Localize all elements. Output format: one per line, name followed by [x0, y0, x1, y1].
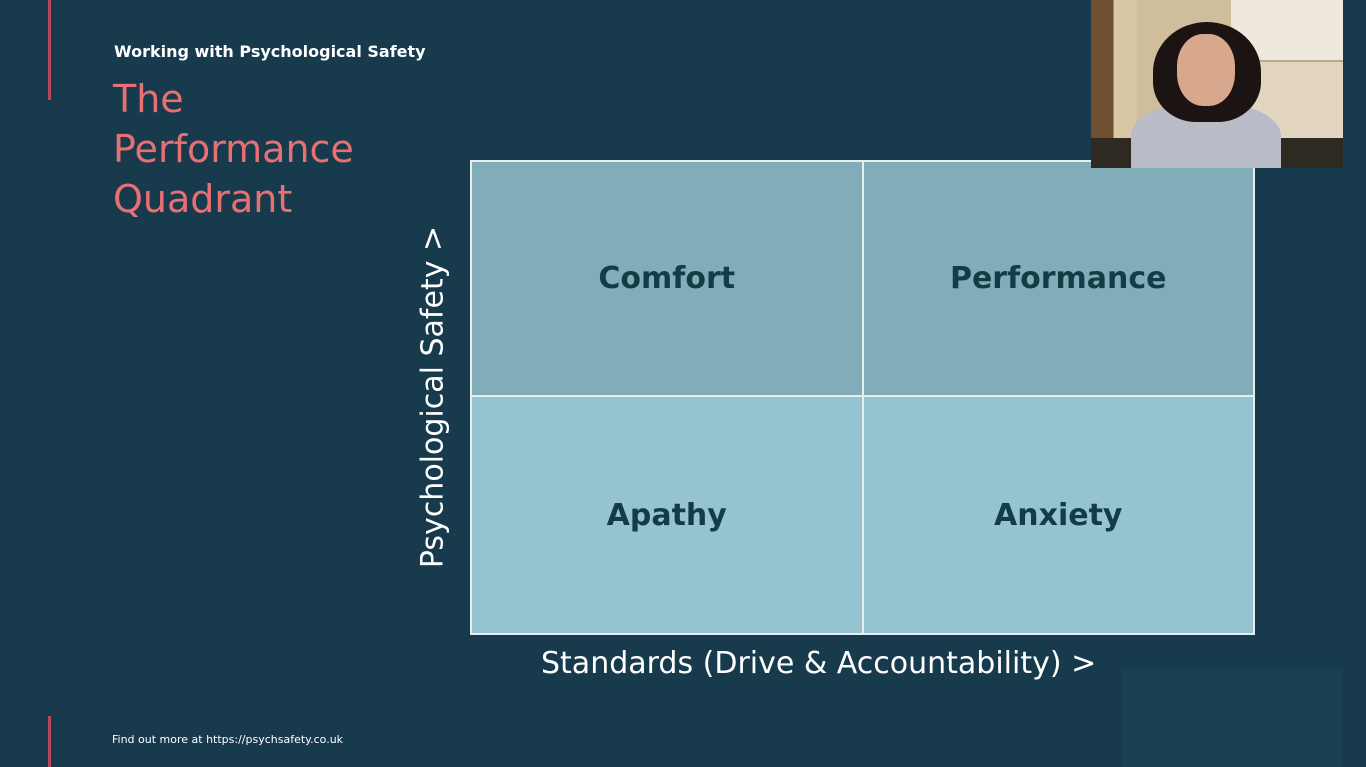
slide-title-line-2: Performance — [113, 127, 354, 171]
corner-shade — [1122, 668, 1342, 767]
x-axis-label: Standards (Drive & Accountability) > — [541, 646, 1097, 681]
slide-title: The Performance Quadrant — [113, 74, 413, 224]
y-axis-label: Psychological Safety > — [415, 225, 451, 569]
quadrant-comfort: Comfort — [472, 162, 862, 395]
accent-bar-bottom — [48, 716, 51, 767]
quadrant-grid: Comfort Performance Apathy Anxiety — [470, 160, 1255, 635]
slide-title-line-3: Quadrant — [113, 177, 293, 221]
footer-link-text: Find out more at https://psychsafety.co.… — [112, 733, 344, 746]
quadrant-anxiety: Anxiety — [863, 397, 1253, 633]
presenter-video[interactable] — [1091, 0, 1343, 168]
quadrant-apathy: Apathy — [472, 397, 862, 633]
slide-kicker: Working with Psychological Safety — [114, 42, 426, 61]
presenter-face — [1177, 34, 1235, 106]
slide-title-line-1: The — [113, 77, 184, 121]
accent-bar-top — [48, 0, 51, 100]
quadrant-performance: Performance — [863, 162, 1253, 395]
